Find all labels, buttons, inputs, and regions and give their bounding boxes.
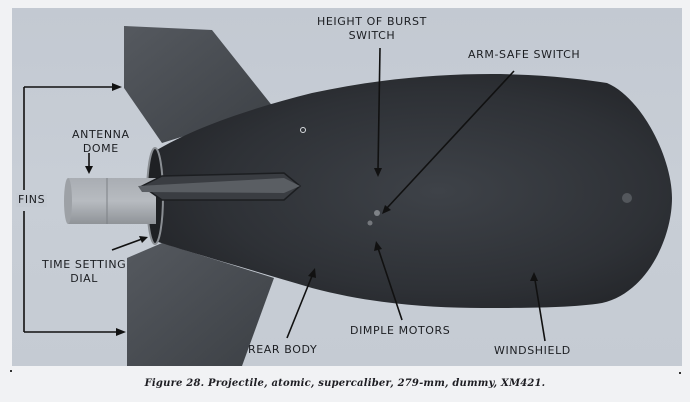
label-dimple-motors: DIMPLE MOTORS <box>350 324 450 338</box>
label-rear-body: REAR BODY <box>248 343 317 357</box>
projectile-illustration <box>23 26 672 366</box>
figure-caption: Figure 28. Projectile, atomic, supercali… <box>144 378 546 389</box>
label-fins: FINS <box>16 193 48 207</box>
label-line: HEIGHT OF BURST <box>317 15 427 28</box>
label-line: ARM-SAFE SWITCH <box>468 48 581 61</box>
projectile-body <box>152 74 672 308</box>
label-height-of-burst-switch: HEIGHT OF BURST SWITCH <box>317 15 427 43</box>
label-line: WINDSHIELD <box>494 344 571 357</box>
print-mark <box>679 372 681 374</box>
label-antenna-dome: ANTENNA DOME <box>72 128 130 156</box>
label-line: DOME <box>82 142 119 155</box>
bottom-fin <box>127 243 274 366</box>
label-time-setting-dial: TIME SETTING DIAL <box>42 258 126 286</box>
label-windshield: WINDSHIELD <box>494 344 571 358</box>
label-line: TIME SETTING <box>42 258 127 271</box>
top-fin <box>124 26 274 143</box>
label-arm-safe-switch: ARM-SAFE SWITCH <box>468 48 580 62</box>
label-line: REAR BODY <box>248 343 318 356</box>
label-line: DIAL <box>70 272 99 285</box>
label-line: FINS <box>18 193 46 206</box>
label-line: DIMPLE MOTORS <box>350 324 451 337</box>
callout-lines <box>23 47 546 342</box>
label-line: ANTENNA <box>72 128 130 141</box>
label-line: SWITCH <box>348 29 396 42</box>
figure-photo: HEIGHT OF BURST SWITCH ARM-SAFE SWITCH A… <box>12 8 682 366</box>
print-mark <box>10 370 12 372</box>
